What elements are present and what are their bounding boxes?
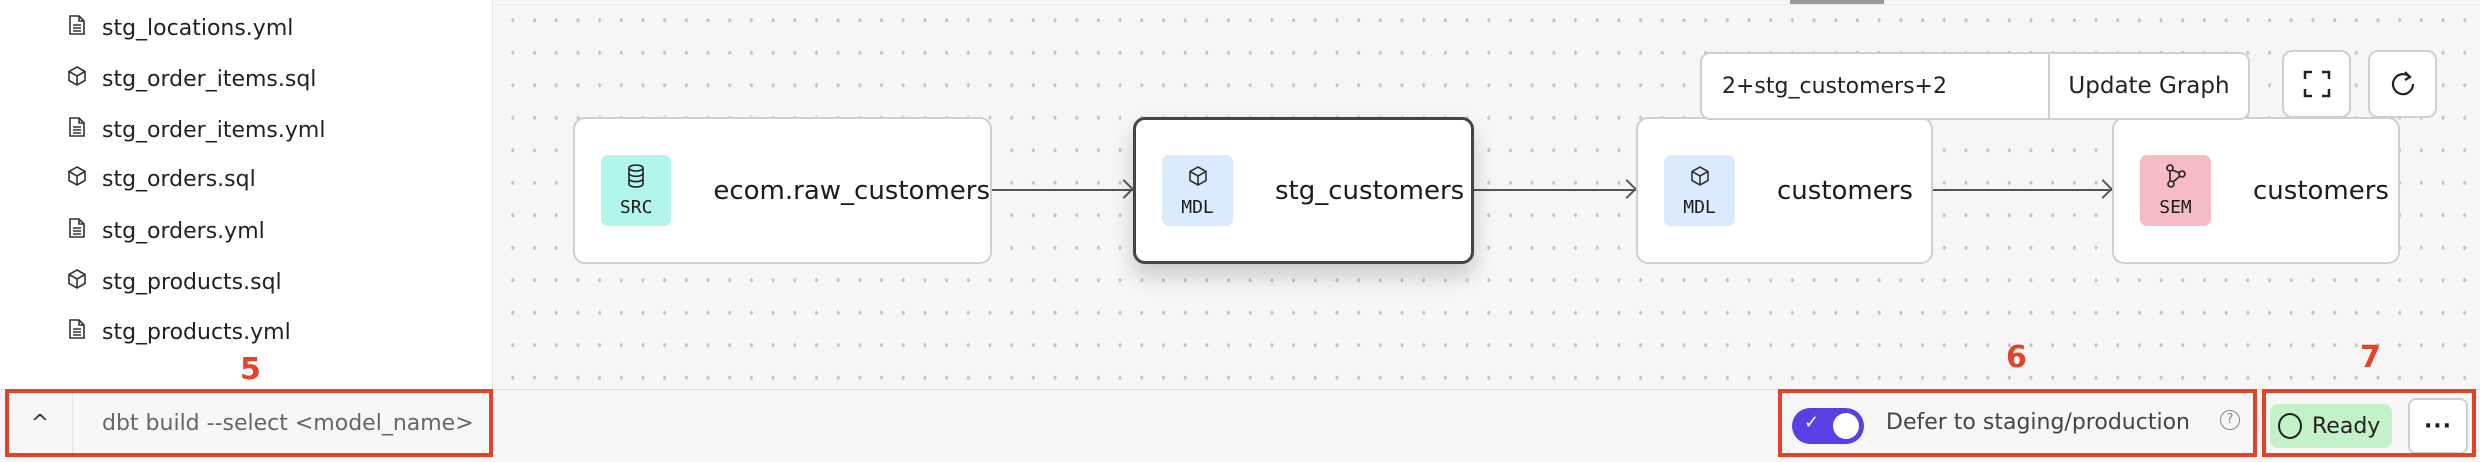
more-options-button[interactable]: ···: [2408, 398, 2468, 454]
node-label: stg_customers: [1275, 175, 1465, 206]
graph-selector: Update Graph: [1700, 52, 2250, 120]
node-type-badge: SEM: [2140, 155, 2211, 226]
annotation-box-5: [5, 389, 493, 457]
defer-toggle[interactable]: ✓: [1792, 408, 1864, 444]
file-name: stg_products.yml: [102, 319, 291, 345]
file-name: stg_locations.yml: [102, 15, 294, 41]
node-label: customers: [2253, 175, 2389, 206]
fullscreen-button[interactable]: [2282, 50, 2351, 118]
annotation-label-6: 6: [2006, 340, 2027, 375]
graph-node[interactable]: SEM customers: [2112, 117, 2400, 264]
node-type: SEM: [2159, 196, 2192, 218]
cube-icon: [1187, 164, 1209, 193]
refresh-icon: [2391, 71, 2414, 96]
file-name: stg_products.sql: [102, 269, 282, 295]
check-icon: ✓: [1804, 412, 1820, 433]
edge-customers-to-semantic: [1933, 189, 2112, 191]
help-icon[interactable]: ?: [2220, 410, 2240, 430]
fullscreen-icon: [2303, 70, 2330, 98]
graph-node[interactable]: SRC ecom.raw_customers: [573, 117, 992, 264]
edge-src-to-stg: [992, 189, 1133, 191]
status-circle-icon: [2278, 413, 2302, 439]
file-icon: [66, 116, 88, 144]
annotation-label-7: 7: [2360, 340, 2381, 375]
annotation-box-7: [2262, 389, 2476, 457]
file-explorer: stg_locations.yml stg_order_items.sql stg_…: [0, 0, 493, 389]
refresh-button[interactable]: [2368, 50, 2437, 118]
graph-node[interactable]: MDL stg_customers: [1133, 117, 1474, 264]
file-name: stg_order_items.yml: [102, 117, 326, 143]
file-item[interactable]: stg_orders.yml: [66, 211, 265, 251]
semantic-graph-icon: [2165, 163, 2187, 193]
node-type: MDL: [1683, 196, 1716, 218]
file-item[interactable]: stg_order_items.yml: [66, 110, 325, 150]
graph-selector-input[interactable]: [1702, 54, 2048, 118]
node-type: MDL: [1181, 196, 1214, 218]
annotation-label-5: 5: [240, 352, 261, 387]
node-label: ecom.raw_customers: [713, 175, 990, 206]
defer-label: Defer to staging/production: [1886, 410, 2190, 435]
database-icon: [625, 163, 647, 193]
cube-icon: [66, 165, 88, 193]
status-text: Ready: [2312, 413, 2381, 439]
cube-icon: [66, 65, 88, 93]
file-name: stg_orders.yml: [102, 218, 265, 244]
cube-icon: [1689, 164, 1711, 193]
status-badge: Ready: [2270, 404, 2392, 448]
tab-divider: [494, 4, 2480, 5]
cube-icon: [66, 268, 88, 296]
file-icon: [66, 14, 88, 42]
file-item[interactable]: stg_order_items.sql: [66, 59, 316, 99]
graph-node[interactable]: MDL customers: [1636, 117, 1933, 264]
file-icon: [66, 217, 88, 245]
annotation-box-6: [1778, 389, 2257, 457]
file-item[interactable]: stg_products.sql: [66, 262, 282, 302]
active-tab-indicator: [1790, 0, 1884, 4]
node-type-badge: MDL: [1162, 155, 1233, 226]
file-name: stg_orders.sql: [102, 166, 256, 192]
file-icon: [66, 318, 88, 346]
expand-command-panel-button[interactable]: ^: [8, 392, 73, 454]
file-item[interactable]: stg_locations.yml: [66, 8, 293, 48]
edge-stg-to-customers: [1474, 189, 1636, 191]
file-item[interactable]: stg_products.yml: [66, 312, 291, 352]
command-input[interactable]: [80, 392, 485, 454]
toggle-knob: [1833, 413, 1859, 439]
update-graph-button[interactable]: Update Graph: [2048, 54, 2248, 118]
node-label: customers: [1777, 175, 1913, 206]
node-type-badge: MDL: [1664, 155, 1735, 226]
node-type: SRC: [619, 196, 653, 218]
chevron-up-icon: ^: [30, 410, 50, 436]
file-name: stg_order_items.sql: [102, 66, 317, 92]
file-item[interactable]: stg_orders.sql: [66, 159, 256, 199]
node-type-badge: SRC: [601, 155, 672, 226]
